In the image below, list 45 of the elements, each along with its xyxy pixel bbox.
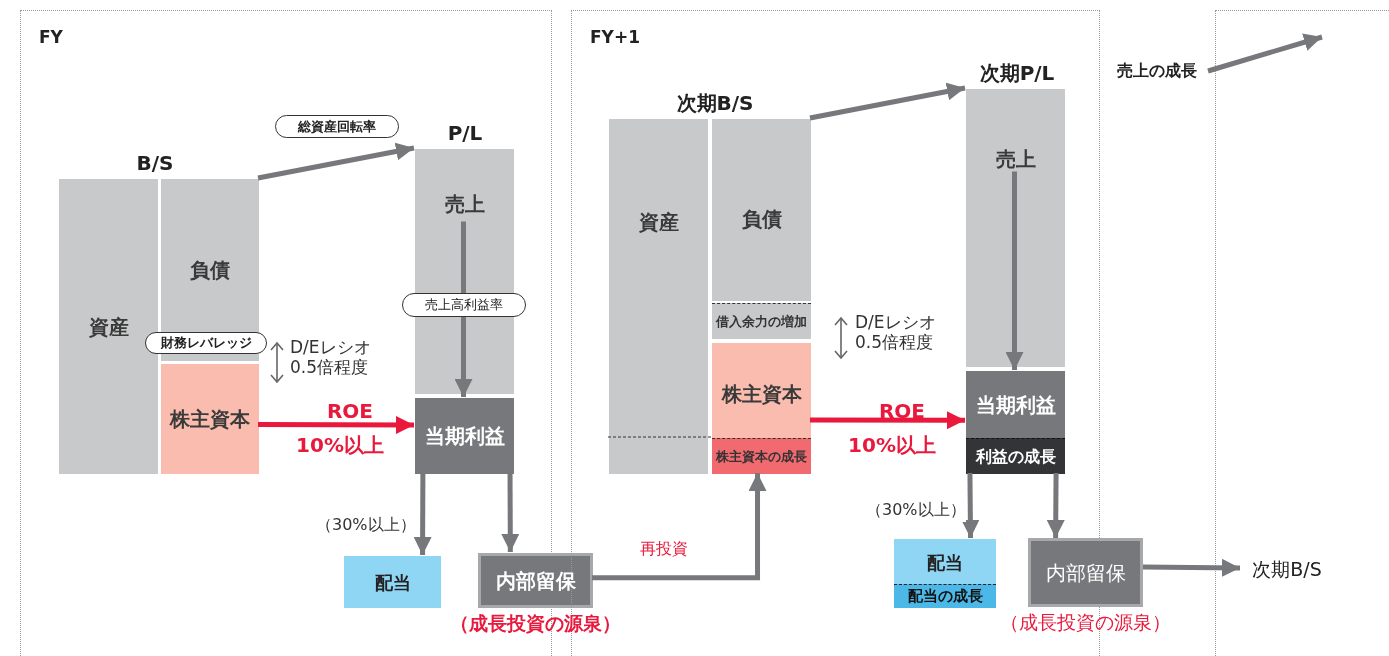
text-label: B/S	[135, 150, 175, 177]
dividend-box: 配当 配当の成長	[894, 539, 996, 608]
bar-segment: 負債	[712, 119, 811, 301]
arrow	[592, 473, 767, 581]
node-label: （成長投資の源泉）	[450, 611, 621, 636]
bar-segment: 配当の成長	[894, 584, 996, 608]
arrow	[257, 142, 415, 181]
bar-segment: 株主資本	[712, 343, 811, 438]
highlight-arrow	[810, 411, 965, 430]
text-label: P/L	[446, 120, 484, 147]
arrow	[1046, 473, 1065, 538]
node-text: 売上の成長	[1106, 58, 1208, 84]
arrow	[501, 473, 520, 552]
text-label: 10%以上	[847, 432, 937, 459]
node-text: 次期B/S	[1241, 556, 1333, 582]
edge-label: 売上高利益率	[402, 293, 526, 317]
bar-segment: 当期利益	[966, 371, 1065, 438]
node-label: （成長投資の源泉）	[1000, 610, 1171, 635]
bar-segment: 当期利益	[415, 398, 514, 474]
bar-segment: 売上	[966, 89, 1065, 367]
bar-segment: 利益の成長	[966, 438, 1065, 474]
ratio-pill: 総資産回転率	[275, 115, 399, 138]
arrow	[454, 221, 473, 397]
text-label: 10%以上	[295, 432, 385, 459]
arrow	[1005, 171, 1024, 370]
arrow	[961, 472, 980, 539]
highlight-arrow	[258, 416, 414, 435]
bar-segment: 借入余力の増加	[712, 303, 811, 339]
arrow	[1207, 33, 1323, 74]
bar-segment: 株主資本	[161, 364, 259, 474]
arrow	[809, 82, 966, 121]
panel	[1215, 10, 1389, 656]
arrow	[413, 473, 432, 555]
text-label: ROE	[877, 398, 927, 425]
text-label: ROE	[325, 398, 375, 425]
text-label: 次期B/S	[675, 90, 755, 117]
dividend-box: 配当	[344, 556, 441, 608]
bar-segment: 資産	[59, 179, 158, 474]
bar-segment: 資産	[609, 119, 708, 474]
text-label: 次期P/L	[978, 60, 1056, 87]
text-label: D/Eレシオ 0.5倍程度	[855, 313, 937, 353]
text-label: D/Eレシオ 0.5倍程度	[290, 338, 372, 378]
ratio-pill: 財務レバレッジ	[145, 332, 267, 354]
bar-segment: 株主資本の成長	[712, 438, 811, 474]
arrow	[1142, 558, 1241, 577]
